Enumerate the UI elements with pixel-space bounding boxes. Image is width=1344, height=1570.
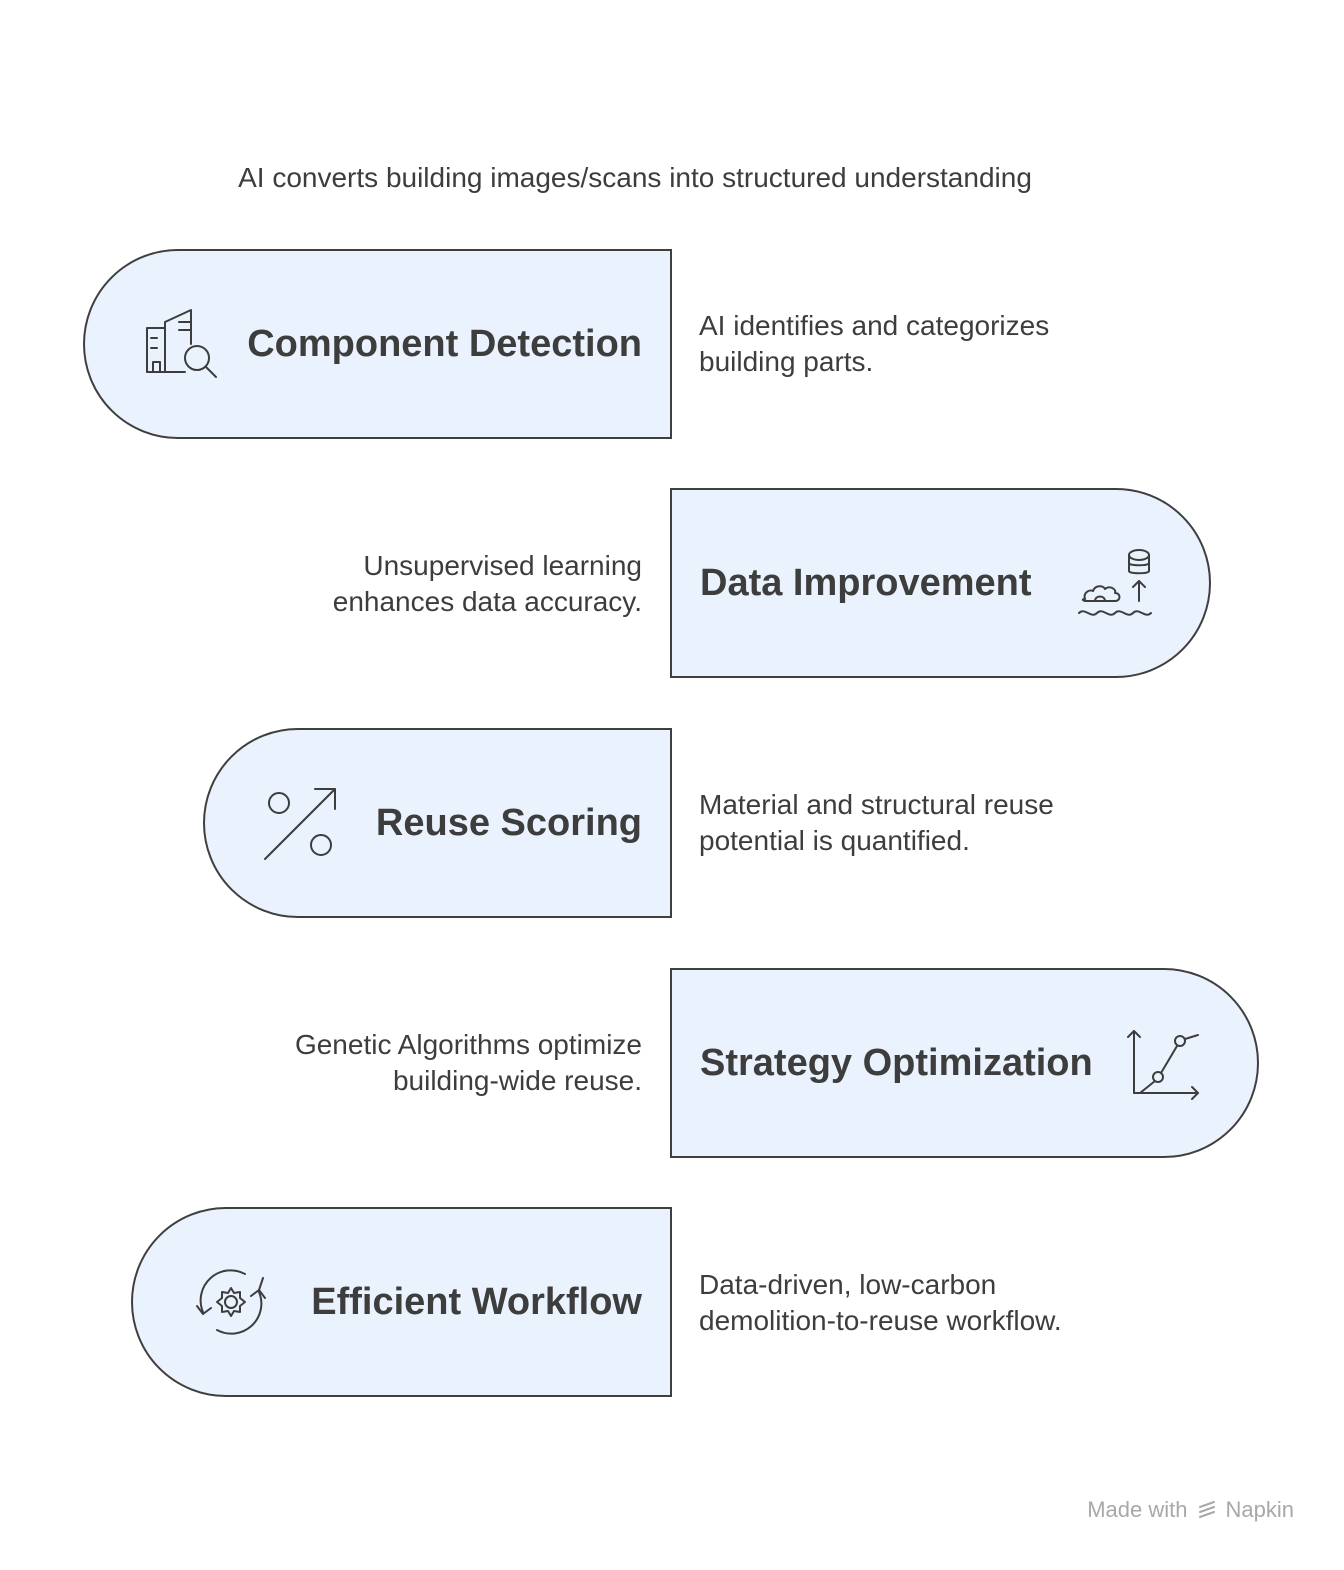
step-title: Component Detection	[247, 323, 642, 365]
made-with-label: Made with	[1087, 1497, 1188, 1522]
step-reuse-scoring: Reuse Scoring	[203, 728, 672, 918]
description-line: building-wide reuse.	[392, 1065, 642, 1096]
gear-cycle-icon	[191, 1262, 271, 1342]
diagram-heading: AI converts building images/scans into s…	[238, 162, 1032, 193]
step-strategy-optimization: Strategy Optimization	[670, 968, 1259, 1158]
step-description: Data-driven, low-carbon demolition-to-re…	[699, 1267, 1139, 1339]
brand-name: Napkin	[1225, 1497, 1294, 1522]
step-description: Material and structural reuse potential …	[699, 787, 1139, 859]
description-line: enhances data accuracy.	[332, 586, 642, 617]
description-line: Data-driven, low-carbon	[699, 1269, 997, 1300]
step-description: AI identifies and categorizes building p…	[699, 308, 1139, 380]
description-line: potential is quantified.	[699, 825, 970, 856]
description-line: Unsupervised learning	[363, 550, 642, 581]
description-line: Genetic Algorithms optimize	[294, 1029, 642, 1060]
description-line: AI identifies and categorizes	[699, 310, 1050, 341]
description-line: demolition-to-reuse workflow.	[699, 1305, 1062, 1336]
napkin-logo-icon	[1196, 1499, 1218, 1521]
step-data-improvement: Data Improvement	[670, 488, 1211, 678]
step-description: Unsupervised learning enhances data accu…	[202, 548, 642, 620]
step-component-detection: Component Detection	[83, 249, 672, 439]
step-title: Data Improvement	[700, 562, 1032, 604]
step-description: Genetic Algorithms optimize building-wid…	[202, 1027, 642, 1099]
growth-chart-icon	[1122, 1023, 1202, 1103]
made-with-napkin-footer: Made with Napkin	[1087, 1497, 1294, 1523]
description-line: building parts.	[699, 346, 874, 377]
step-efficient-workflow: Efficient Workflow	[131, 1207, 672, 1397]
step-title: Reuse Scoring	[375, 802, 642, 844]
description-line: Material and structural reuse	[699, 789, 1054, 820]
percent-icon	[261, 783, 341, 863]
step-title: Strategy Optimization	[700, 1042, 1093, 1084]
data-improvement-icon	[1075, 543, 1155, 623]
building-search-icon	[143, 304, 223, 384]
step-title: Efficient Workflow	[311, 1281, 642, 1323]
